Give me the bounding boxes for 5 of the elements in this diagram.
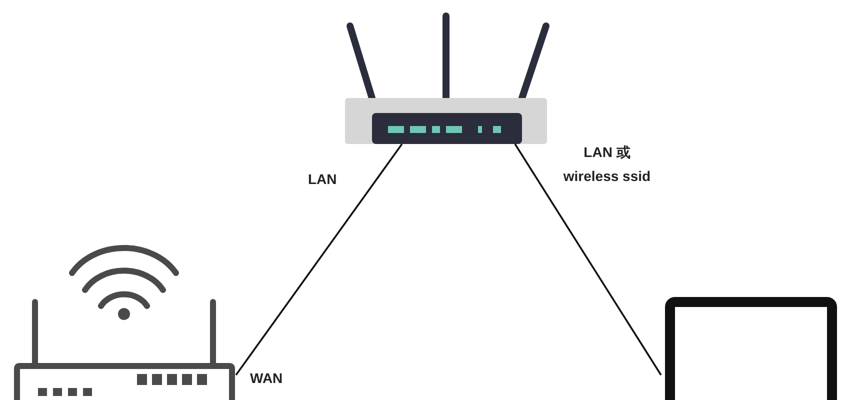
port-label: LAN	[308, 170, 338, 189]
port-label: LAN 或 wireless ssid	[562, 143, 652, 186]
port-label: WAN	[250, 369, 284, 388]
cable-line	[514, 144, 662, 376]
cable-line	[235, 143, 403, 376]
